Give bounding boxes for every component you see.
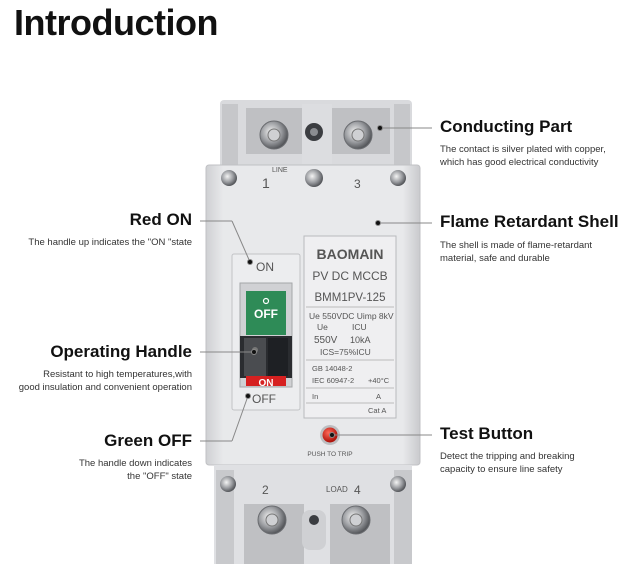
in-unit: A xyxy=(376,392,381,401)
conducting-part-desc-line1: The contact is silver plated with copper… xyxy=(440,144,606,155)
terminal-bottom-left: 2 xyxy=(262,483,269,497)
green-off-title: Green OFF xyxy=(104,431,192,450)
operating-handle-desc: Resistant to high temperatures,with good… xyxy=(19,369,192,394)
standard-2: IEC 60947-2 xyxy=(312,376,354,385)
spec-line-3-right: 10kA xyxy=(350,335,371,345)
conducting-part-desc: The contact is silver plated with copper… xyxy=(440,144,606,169)
terminal-top-right: 3 xyxy=(354,177,361,191)
in-label: In xyxy=(312,392,318,401)
temperature: +40°C xyxy=(368,376,390,385)
flame-retardant-desc: The shell is made of flame-retardant mat… xyxy=(440,240,592,265)
red-on-title: Red ON xyxy=(129,210,192,229)
on-label: ON xyxy=(256,260,274,274)
handle-off-text: OFF xyxy=(254,307,278,321)
flame-retardant-desc-line1: The shell is made of flame-retardant xyxy=(440,240,593,251)
conducting-part-desc-line2: which has good electrical conductivity xyxy=(440,156,599,168)
handle-on-text: ON xyxy=(259,378,274,389)
mounting-screw-icon xyxy=(221,170,237,186)
spec-line-3-left: 550V xyxy=(314,335,338,346)
red-on-desc-line1: The handle up indicates the "ON "state xyxy=(28,237,192,248)
test-button-desc-line1: Detect the tripping and breaking xyxy=(440,451,575,462)
test-button-title: Test Button xyxy=(440,424,534,443)
type-text: PV DC MCCB xyxy=(312,269,387,283)
test-button-desc: Detect the tripping and breaking capacit… xyxy=(440,451,575,476)
operating-handle-title: Operating Handle xyxy=(50,342,192,361)
operating-handle-desc-line1: Resistant to high temperatures,with xyxy=(43,369,192,380)
red-on-desc: The handle up indicates the "ON "state xyxy=(28,237,192,250)
conducting-part-title: Conducting Part xyxy=(440,117,573,136)
flame-retardant-title: Flame Retardant Shell xyxy=(440,212,619,231)
green-off-desc-line2: the "OFF" state xyxy=(127,470,192,482)
spec-line-2-right: ICU xyxy=(352,322,367,332)
operating-handle[interactable] xyxy=(240,336,292,378)
terminal-bottom-load: LOAD xyxy=(326,485,348,494)
green-off-desc-line1: The handle down indicates xyxy=(78,458,192,469)
page-title: Introduction xyxy=(14,2,218,43)
terminal-bottom-right: 4 xyxy=(354,483,361,497)
off-label: OFF xyxy=(252,392,276,406)
model-text: BMM1PV-125 xyxy=(315,292,386,304)
mounting-screw-icon xyxy=(220,476,236,492)
push-to-trip-label: PUSH TO TRIP xyxy=(307,451,352,458)
flame-retardant-desc-line2: material, safe and durable xyxy=(440,252,550,264)
spec-line-2-left: Ue xyxy=(317,322,328,332)
terminal-top-line: LINE xyxy=(272,167,288,174)
red-on-indicator xyxy=(246,376,286,386)
brand-text: BAOMAIN xyxy=(317,246,384,262)
terminal-top-left: 1 xyxy=(262,175,270,191)
operating-handle-desc-line2: good insulation and convenient operation xyxy=(18,381,192,393)
spec-line-4: ICS=75%ICU xyxy=(320,347,371,357)
green-off-desc: The handle down indicates the "OFF" stat… xyxy=(79,458,192,483)
category: Cat A xyxy=(368,406,386,415)
spec-line-1: Ue 550VDC Uimp 8kV xyxy=(309,311,394,321)
standard-1: GB 14048-2 xyxy=(312,364,352,373)
test-button-desc-line2: capacity to ensure line safety xyxy=(440,463,563,475)
